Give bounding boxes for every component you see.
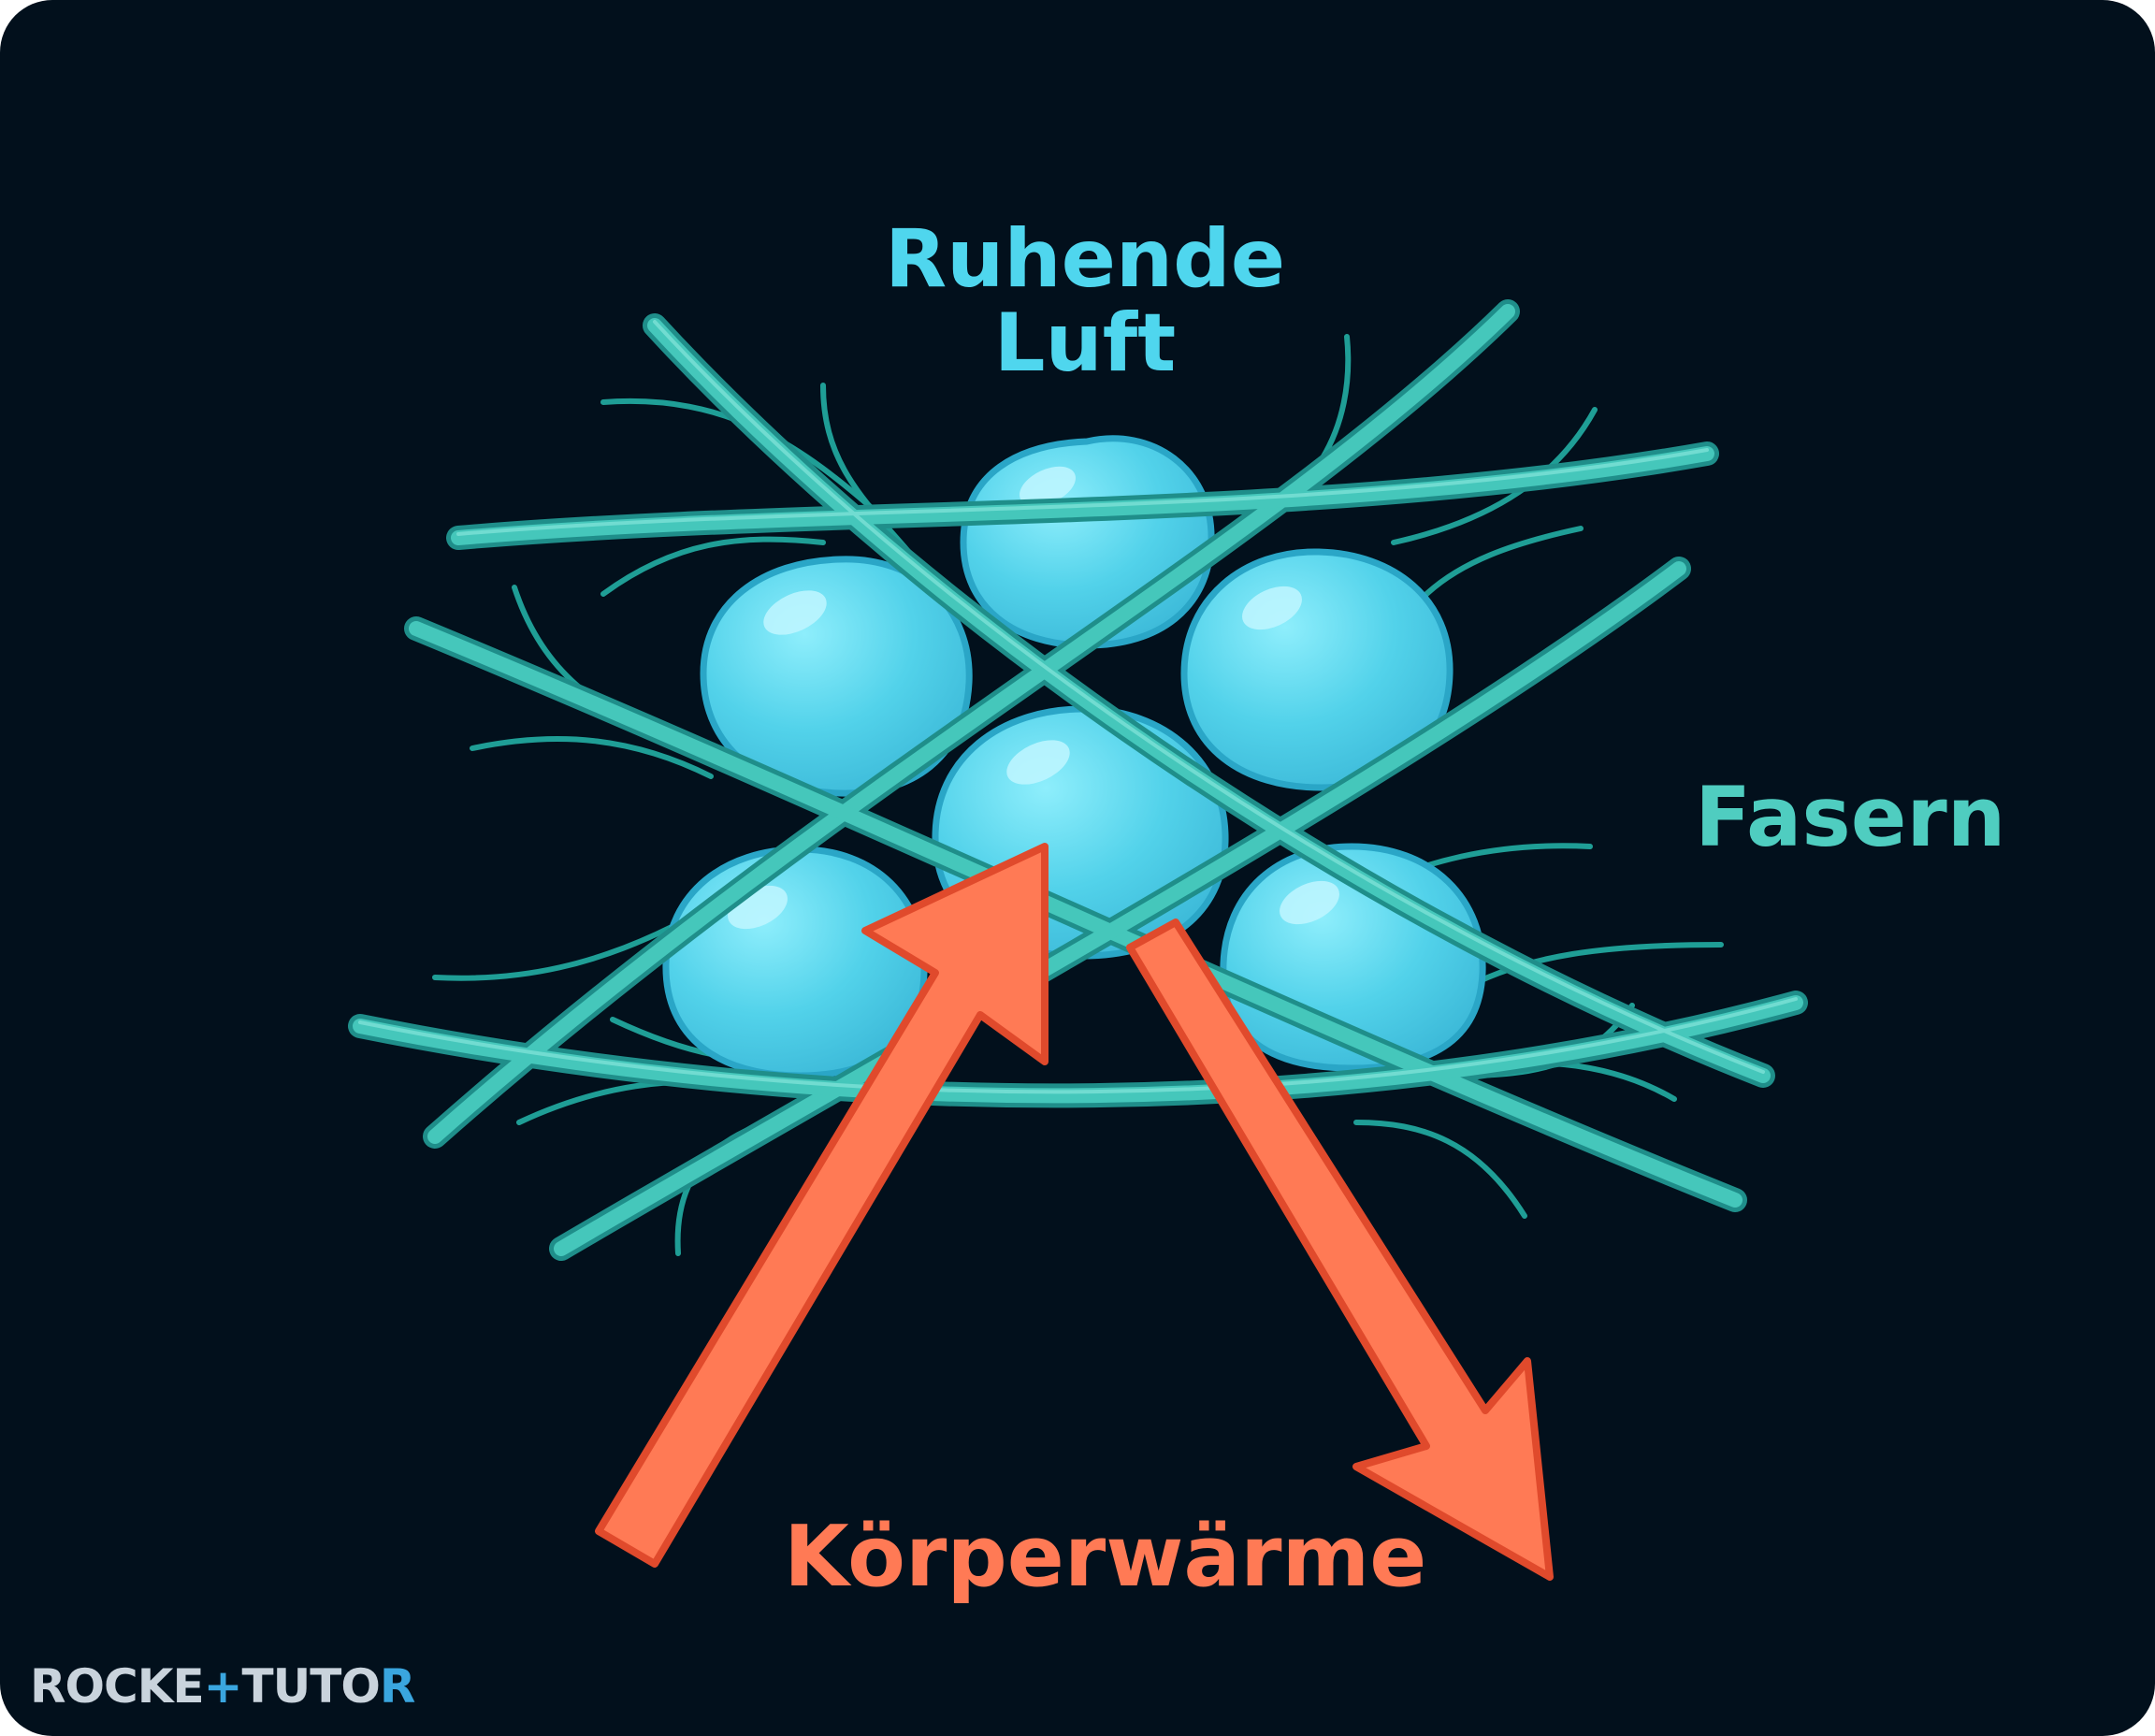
fiber — [647, 318, 1771, 1083]
body-heat-label: Körperwärme — [784, 1508, 1427, 1606]
fiber — [554, 561, 1686, 1256]
logo-part3: R — [379, 1659, 416, 1714]
fibers-label: Fasern — [1695, 769, 2006, 865]
fiber — [353, 995, 1803, 1104]
air-bubbles — [662, 435, 1486, 1079]
still-air-label-line1: Ruhende — [884, 212, 1286, 306]
fiber — [451, 446, 1714, 545]
fibers — [348, 299, 1808, 1261]
brand-logo: ROCKE+TUTOR — [30, 1659, 416, 1714]
fiber — [409, 621, 1743, 1208]
fiber — [427, 304, 1515, 1144]
air-bubble — [960, 435, 1215, 649]
logo-part2: TUTO — [241, 1659, 381, 1714]
logo-part1: ROCKE — [30, 1659, 205, 1714]
arrow-down-right-icon — [1126, 919, 1554, 1581]
air-bubble — [1180, 548, 1454, 791]
logo-plus: + — [203, 1659, 243, 1714]
arrow-up-right-icon — [595, 843, 1049, 1568]
air-bubble — [700, 556, 973, 797]
still-air-label-line2: Luft — [993, 297, 1177, 391]
air-bubble — [662, 846, 928, 1079]
still-air-label: Ruhende Luft — [804, 217, 1366, 386]
